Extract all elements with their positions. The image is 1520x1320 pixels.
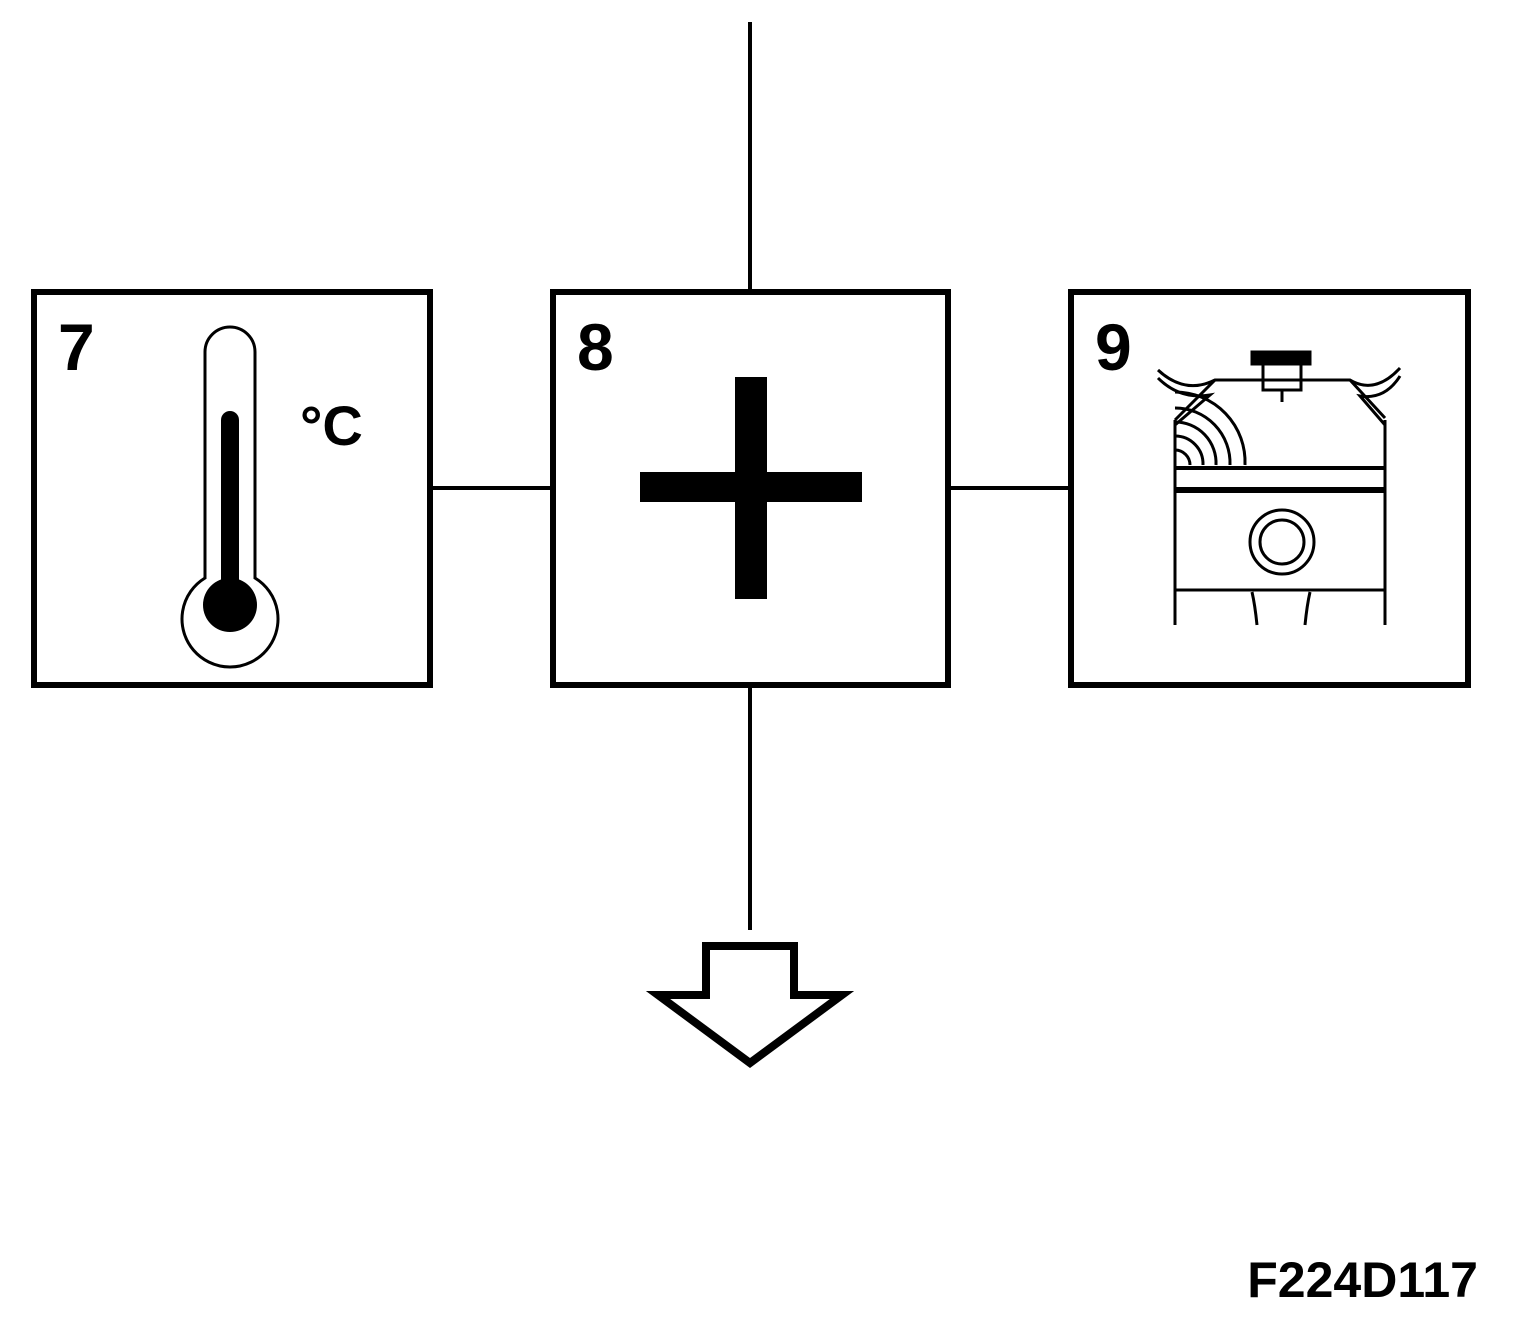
figure-code: F224D117: [1247, 1252, 1478, 1308]
box-9: 9: [1068, 289, 1471, 688]
box-9-number: 9: [1095, 310, 1132, 384]
plus-icon: [640, 377, 862, 599]
engine-cylinder-icon: [1156, 350, 1402, 626]
connector-lines: [430, 22, 1071, 930]
box-8: 8: [550, 289, 951, 688]
thermometer-icon: [180, 325, 280, 669]
down-arrow-icon: [645, 942, 855, 1068]
box-8-number: 8: [577, 310, 614, 384]
box-7-unit: °C: [300, 394, 363, 457]
box-7-number: 7: [58, 310, 95, 384]
box-7: 7 °C: [31, 289, 433, 688]
